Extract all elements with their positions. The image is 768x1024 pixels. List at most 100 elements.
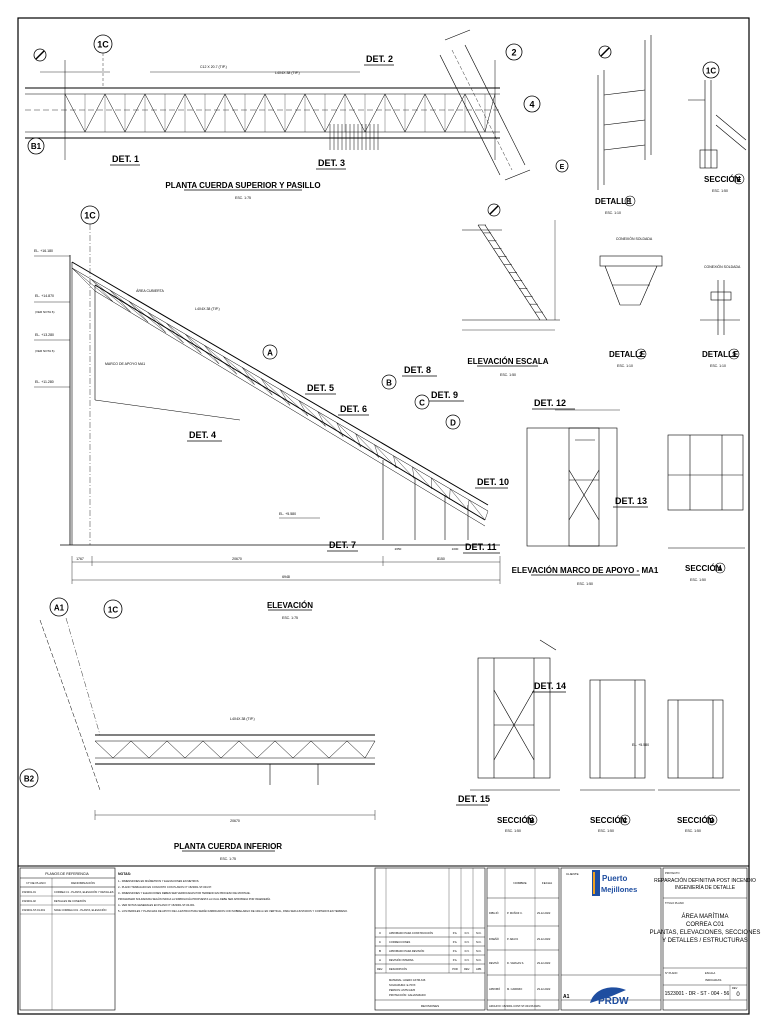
detail-title: DETALLE	[609, 350, 646, 359]
truss-member	[244, 93, 266, 133]
section-title: SECCIÓN	[704, 175, 741, 184]
svg-text:Mejillones: Mejillones	[601, 885, 637, 894]
svg-text:A: A	[267, 349, 273, 358]
grid-bubble	[505, 43, 523, 61]
truss-member	[484, 93, 496, 133]
svg-text:DETALLES DE CONEXIÓN: DETALLES DE CONEXIÓN	[54, 898, 86, 903]
svg-text:B2: B2	[24, 775, 35, 784]
det-tag-5: DET. 5	[305, 383, 336, 395]
svg-text:CONEXIÓN SOLDADA: CONEXIÓN SOLDADA	[616, 236, 653, 241]
svg-text:PERNOS: ASTM A325: PERNOS: ASTM A325	[389, 988, 416, 992]
svg-text:3: 3	[732, 352, 736, 359]
truss-member	[328, 740, 348, 759]
truss-member	[412, 466, 415, 479]
svg-text:ESC. 1:50: ESC. 1:50	[500, 373, 516, 377]
svg-text:DET. 3: DET. 3	[318, 158, 345, 168]
det-tag-11: DET. 11	[463, 542, 500, 554]
svg-text:DESCRIPCIÓN: DESCRIPCIÓN	[389, 966, 407, 971]
svg-text:EL. +14.870: EL. +14.870	[35, 294, 54, 298]
truss-member	[431, 477, 433, 489]
svg-text:ESC. 1:50: ESC. 1:50	[690, 578, 706, 582]
truss-member	[94, 740, 114, 759]
svg-text:CLIENTE: CLIENTE	[566, 872, 579, 876]
svg-text:PRDW: PRDW	[598, 996, 629, 1007]
svg-text:INDICADAS: INDICADAS	[705, 978, 721, 982]
svg-text:2: 2	[511, 48, 516, 58]
svg-text:POR: POR	[452, 967, 458, 971]
svg-text:PROTECCIÓN: GALVANIZADO: PROTECCIÓN: GALVANIZADO	[389, 992, 426, 997]
grid-bubble	[27, 137, 45, 155]
det-tag-12: DET. 12	[532, 398, 575, 410]
svg-text:EL. +5.580: EL. +5.580	[632, 743, 649, 747]
svg-text:DISEÑÓ: DISEÑÓ	[489, 936, 499, 941]
view-title: PLANTA CUERDA INFERIOR	[174, 842, 282, 851]
section-arrow-icon	[33, 48, 47, 62]
det-tag-15: DET. 15	[456, 794, 490, 806]
svg-text:(VER NOTA 6): (VER NOTA 6)	[35, 310, 54, 314]
detail-2-drawing	[599, 255, 663, 306]
truss-member	[184, 740, 204, 759]
truss-member	[71, 267, 96, 292]
elevation-markers: EL. +16.180 EL. +14.870 (VER NOTA 6) EL.…	[34, 249, 320, 519]
note-line: 2.- PLANO TRABAJADO EN CONJUNTO CON PLAN…	[118, 885, 212, 889]
det-tag-13: DET. 13	[613, 496, 648, 508]
truss-member	[224, 93, 246, 133]
truss-member	[412, 466, 432, 489]
svg-text:1C: 1C	[84, 211, 96, 221]
svg-text:ESCALA: ESCALA	[705, 971, 716, 975]
svg-text:B: B	[386, 379, 392, 388]
svg-text:MATERIAL: ACERO ASTM A36: MATERIAL: ACERO ASTM A36	[389, 978, 426, 982]
truss-member	[336, 422, 344, 437]
view-title: PLANTA CUERDA SUPERIOR Y PASILLO	[165, 181, 320, 190]
det-tag-2: DET. 2	[364, 54, 394, 66]
svg-text:CORREA C1 - PLANTA, ELEVACIÓN: CORREA C1 - PLANTA, ELEVACIÓN Y DETALLES	[54, 889, 114, 894]
svg-text:1523001-ST-01-001: 1523001-ST-01-001	[22, 908, 46, 912]
svg-text:M. CARRIZO: M. CARRIZO	[507, 987, 522, 991]
truss-member	[346, 740, 366, 759]
truss-member	[204, 345, 220, 364]
note-line: 3.- DIMENSIONES Y ELEVACIONES DEBEN SER …	[118, 891, 251, 895]
svg-text:D: D	[450, 419, 456, 428]
svg-text:EL. +13.280: EL. +13.280	[35, 333, 54, 337]
truss-member	[166, 740, 186, 759]
truss-member	[431, 477, 450, 500]
truss-member	[298, 400, 308, 417]
svg-text:A1: A1	[54, 604, 65, 613]
drawing-title: Y DETALLES / ESTRUCTURAS	[662, 938, 748, 944]
truss-member	[147, 312, 184, 344]
truss-member	[393, 455, 397, 469]
svg-text:20670: 20670	[230, 819, 240, 823]
truss-member	[468, 499, 486, 521]
svg-text:P. MUÑOZ C.: P. MUÑOZ C.	[507, 910, 523, 915]
truss-member	[148, 740, 168, 759]
view-title: ELEVACIÓN	[267, 601, 313, 610]
section-e-drawing	[688, 80, 747, 169]
svg-text:PROYECTO: PROYECTO	[665, 871, 680, 875]
det-tag-14: DET. 14	[532, 681, 566, 693]
det-tag-8: DET. 8	[402, 365, 437, 377]
svg-text:REV.: REV.	[464, 967, 470, 971]
label-tp: L4X4X.38 (TIP.)	[275, 71, 300, 75]
svg-text:A: A	[379, 958, 381, 962]
truss-member	[484, 510, 489, 521]
svg-text:FECHA: FECHA	[542, 881, 552, 885]
truss-member	[336, 422, 362, 448]
truss-member	[223, 356, 255, 385]
note-line: 4.- VER NOTAS GENERALES EN PLANO N° 1523…	[118, 903, 195, 907]
truss-member	[355, 433, 362, 448]
truss-member	[84, 93, 106, 133]
detail-title: DETALLE	[595, 197, 632, 206]
truss-member	[204, 93, 226, 133]
svg-text:1523001-02: 1523001-02	[22, 899, 36, 903]
consultant-logo: PRDW	[590, 987, 629, 1007]
section-arrow-icon	[555, 159, 569, 173]
det-tag-3: DET. 3	[316, 158, 346, 170]
supports	[382, 460, 469, 540]
svg-text:M.C.: M.C.	[476, 940, 482, 944]
truss-member	[112, 740, 132, 759]
note-line: 5.- LOS PERFILES Y PLANCHAS DE APOYO DE …	[118, 909, 348, 913]
svg-text:DET. 15: DET. 15	[458, 794, 490, 804]
truss-member	[185, 334, 220, 365]
section-b-drawing	[470, 639, 560, 791]
svg-text:D.V.: D.V.	[465, 958, 470, 962]
